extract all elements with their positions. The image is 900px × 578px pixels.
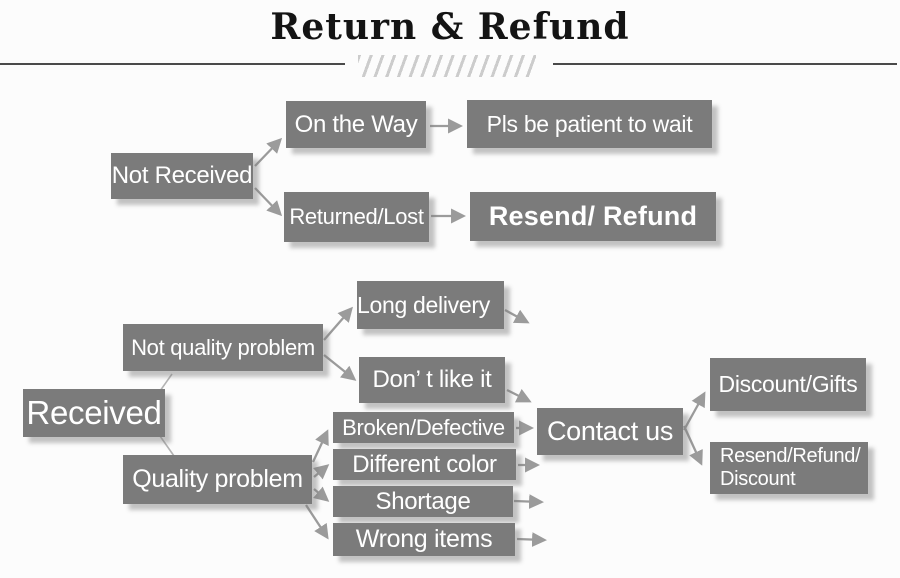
node-pls-be-patient-to-wait: Pls be patient to wait [467, 100, 712, 148]
node-dont-like-it: Don’ t like it [359, 357, 505, 403]
node-quality-problem: Quality problem [123, 455, 312, 504]
node-label: Don’ t like it [372, 366, 492, 393]
node-not-received: Not Received [111, 153, 253, 199]
node-label: Long delivery [357, 291, 490, 318]
node-label-line-1: Resend/Refund/ [720, 445, 861, 467]
node-long-delivery: Long delivery [357, 281, 504, 329]
node-label: Pls be patient to wait [486, 110, 693, 137]
node-label-line-2: Discount [720, 468, 796, 490]
node-label: Resend/Refund/ Discount [720, 445, 861, 491]
node-label: Quality problem [132, 465, 303, 493]
node-label: Not Received [111, 162, 253, 189]
node-resend-refund-discount: Resend/Refund/ Discount [710, 442, 868, 494]
node-label: On the Way [294, 110, 418, 138]
node-label: Not quality problem [131, 334, 315, 360]
node-on-the-way: On the Way [286, 101, 426, 148]
node-label: Resend/ Refund [488, 201, 698, 231]
node-not-quality-problem: Not quality problem [123, 324, 323, 371]
node-discount-gifts: Discount/Gifts [710, 358, 866, 411]
node-label: Different color [352, 450, 497, 478]
page-title: Return & Refund [270, 6, 630, 48]
node-returned-lost: Returned/Lost [284, 192, 429, 242]
title-rule-right [553, 63, 897, 65]
node-resend-refund: Resend/ Refund [470, 192, 716, 241]
node-label: Shortage [375, 487, 471, 515]
node-label: Discount/Gifts [718, 371, 858, 397]
node-broken-defective: Broken/Defective [333, 412, 514, 443]
node-label: Received [26, 394, 162, 431]
node-label: Broken/Defective [342, 414, 505, 440]
node-label: Returned/Lost [289, 204, 424, 229]
node-label: Wrong items [355, 525, 493, 553]
node-different-color: Different color [333, 449, 516, 480]
node-received: Received [23, 389, 165, 437]
node-label: Contact us [546, 416, 674, 446]
title-rule-left [0, 63, 345, 65]
title-hatch-decoration [358, 55, 536, 77]
node-shortage: Shortage [333, 486, 513, 517]
node-wrong-items: Wrong items [333, 523, 515, 556]
node-contact-us: Contact us [537, 408, 683, 455]
